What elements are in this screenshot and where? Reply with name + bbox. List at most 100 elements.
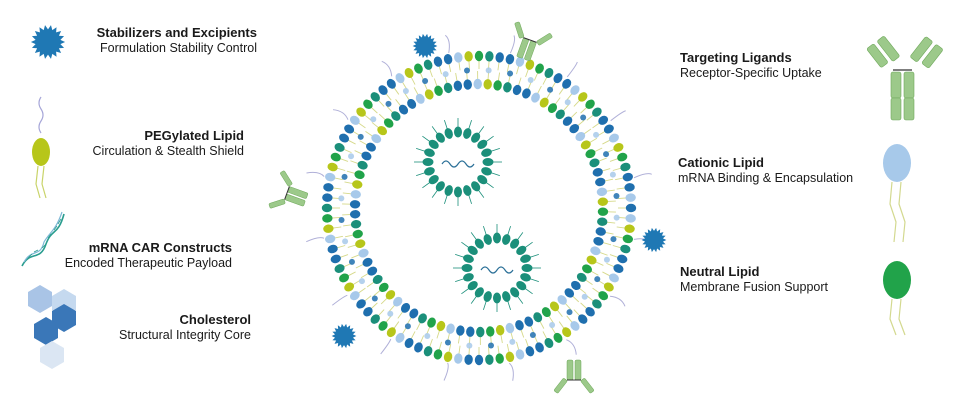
legend-mrna: mRNA CAR Constructs Encoded Therapeutic … [40, 240, 232, 272]
lipid-head [585, 99, 595, 109]
lipid-head [592, 107, 602, 117]
legend-subtitle: Membrane Fusion Support [680, 280, 828, 295]
lipid-head [571, 280, 581, 291]
lipid-head [483, 79, 492, 90]
lipid-head [624, 183, 635, 192]
lipid-head [578, 314, 588, 324]
lipid-head [512, 84, 522, 96]
lipid-head [361, 151, 372, 161]
lipid-head [515, 56, 525, 67]
lipid-head [570, 85, 580, 95]
lipid-head [622, 234, 633, 244]
lipid-head [569, 123, 580, 134]
lipid-head [582, 264, 592, 274]
lipid-head [409, 308, 419, 319]
lipid-head [608, 273, 619, 283]
antibody-icon [866, 36, 943, 121]
lipid-head [603, 282, 614, 292]
lipid-head [349, 210, 361, 219]
legend-title: mRNA CAR Constructs [88, 240, 232, 255]
lipid-head [608, 133, 619, 143]
lipid-head [617, 152, 628, 162]
lipid-head [344, 124, 355, 134]
lipid-head [525, 59, 535, 70]
lipid-head [386, 327, 396, 338]
lipid-nanoparticle [268, 21, 667, 394]
lipid-head [495, 353, 504, 364]
lipid-head [371, 134, 382, 144]
lipid-head [597, 217, 608, 226]
lipid-head [553, 332, 563, 343]
lipid-head [323, 183, 334, 192]
lipid-head [339, 133, 350, 143]
lipid-head [531, 92, 540, 103]
lipid-head [362, 257, 373, 267]
lipid-head [575, 131, 586, 142]
lipid-head [535, 342, 544, 353]
lipid-head [383, 118, 394, 128]
lipid-head [321, 203, 333, 213]
lipid-head [570, 321, 580, 331]
lipid-head [535, 63, 544, 74]
lipid-head [464, 51, 473, 62]
lipid-head [613, 264, 624, 273]
lipid-head [322, 214, 333, 223]
lipid-head [620, 244, 631, 254]
lipid-head [344, 282, 355, 292]
lipid-head [358, 248, 369, 258]
legend-cationic-lipid: Cationic Lipid mRNA Binding & Encapsulat… [678, 155, 878, 187]
lipid-head [495, 52, 504, 63]
legend-title: Targeting Ligands [680, 50, 792, 65]
lipid-head [423, 59, 433, 70]
lipid-head [330, 152, 341, 162]
lipid-head [385, 290, 396, 300]
lipid-head [585, 307, 595, 317]
legend-subtitle: Receptor-Specific Uptake [680, 66, 822, 81]
lipid-head [330, 254, 341, 264]
legend-title: Neutral Lipid [680, 264, 760, 279]
lipid-head [464, 354, 473, 365]
neutral-lipid-icon [883, 261, 911, 336]
lipid-head [354, 170, 365, 180]
lipid-head [592, 167, 603, 177]
lipid-head [505, 351, 515, 362]
lipid-head [597, 207, 609, 216]
lipid-head [404, 337, 414, 348]
legend-subtitle: Circulation & Stealth Shield [92, 144, 244, 159]
lipid-head [350, 219, 362, 229]
lipid-head [386, 78, 396, 89]
lipid-head [522, 88, 531, 99]
lipid-head [486, 326, 495, 337]
lipid-head [474, 50, 484, 62]
lipid-head [595, 227, 606, 236]
lipid-head [476, 326, 485, 338]
lipid-head [598, 291, 609, 301]
lipid-head [617, 254, 628, 264]
lipid-head [356, 107, 366, 117]
lipid-head [414, 63, 423, 74]
lipid-head [443, 351, 453, 362]
legend-title: Stabilizers and Excipients [96, 25, 257, 40]
lipid-head [355, 239, 366, 249]
lipid-head [620, 162, 631, 172]
legend-title: Cationic Lipid [678, 155, 764, 170]
lipid-head [505, 322, 515, 334]
legend-title: PEGylated Lipid [144, 128, 244, 143]
lipid-head [327, 162, 338, 172]
lipid-head [423, 346, 433, 357]
cholesterol-icon [28, 285, 76, 369]
lipid-head [433, 349, 443, 360]
lipid-head [485, 354, 494, 365]
lipid-head [547, 103, 558, 113]
lipid-head [553, 73, 563, 84]
legend-cholesterol: Cholesterol Structural Integrity Core [80, 312, 251, 344]
lipid-head [576, 272, 587, 282]
lipid-head [533, 312, 543, 323]
lipid-head [555, 109, 565, 120]
lipid-head [325, 172, 336, 182]
legend-subtitle: Structural Integrity Core [119, 328, 251, 343]
lipid-head [473, 78, 482, 90]
lipid-head [586, 255, 597, 265]
lipid-head [350, 190, 361, 199]
lipid-head [562, 116, 573, 126]
